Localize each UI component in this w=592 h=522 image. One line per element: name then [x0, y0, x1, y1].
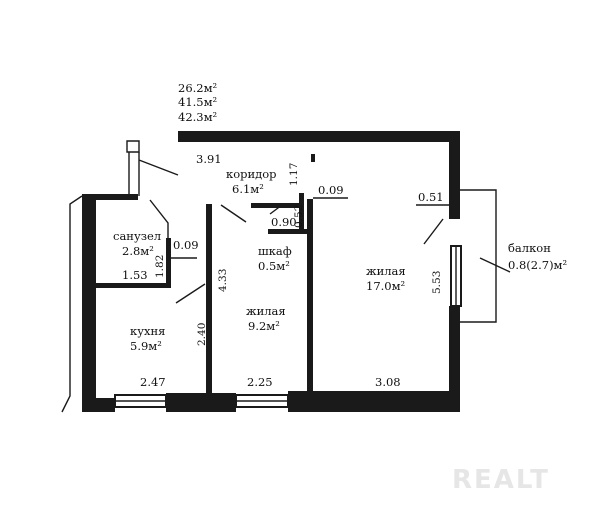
balcony-area: 0.8(2.7)м² [508, 258, 567, 272]
kitchen-label: кухня [130, 324, 165, 338]
dim-kitchen-height: 2.40 [196, 323, 208, 346]
vent-shaft [126, 140, 140, 153]
large-room-area: 17.0м² [366, 279, 405, 293]
dim-small-room-height: 4.33 [217, 269, 229, 292]
bathroom-wall [166, 238, 171, 287]
partition-wall [307, 199, 313, 392]
closet-door [269, 204, 283, 215]
small-room-door [220, 204, 247, 223]
watermark: REALT [452, 465, 550, 495]
bathroom-area: 2.8м² [122, 244, 154, 258]
bathroom-bottom-wall [96, 283, 171, 288]
closet-right-wall [299, 193, 304, 233]
corridor-area: 6.1м² [232, 182, 264, 196]
dim-partition-a: 0.09 [318, 183, 344, 197]
total-area: 41.5м² [178, 95, 217, 109]
dim-kitchen-width: 2.47 [140, 375, 166, 389]
closet-area: 0.5м² [258, 259, 290, 273]
kitchen-area: 5.9м² [130, 339, 162, 353]
kitchen-door [175, 283, 206, 304]
dim-closet-depth: 0.52 [293, 205, 305, 228]
living-area-total: 26.2м² [178, 81, 217, 95]
closet-bottom-wall [268, 229, 313, 234]
small-room-label: жилая [246, 304, 286, 318]
dim-corridor-width: 3.91 [196, 152, 222, 166]
small-room-area: 9.2м² [248, 319, 280, 333]
dim-corridor-depth: 1.17 [288, 163, 300, 186]
dim-window-jamb: 0.51 [418, 190, 444, 204]
vent-shaft-wall [128, 152, 179, 196]
bottom-wall-mid [166, 393, 236, 412]
large-room-door [423, 218, 444, 245]
top-wall [178, 131, 460, 142]
dim-partition-b: 0.09 [173, 238, 199, 252]
partition-stub [311, 154, 315, 162]
closet-label: шкаф [258, 244, 292, 258]
closet-top-wall [251, 203, 303, 208]
dim-bathroom-width: 1.53 [122, 268, 148, 282]
large-room-label: жилая [366, 264, 406, 278]
total-area-with-balcony: 42.3м² [178, 110, 217, 124]
bottom-wall-right [288, 391, 460, 412]
dim-small-room-width: 2.25 [247, 375, 273, 389]
dim-bathroom-height: 1.82 [154, 255, 166, 278]
balcony-label: балкон [508, 241, 551, 255]
left-wall-lean [61, 195, 83, 413]
corridor-label: коридор [226, 167, 277, 181]
bathroom-label: санузел [113, 229, 161, 243]
dim-closet-width: 0.90 [271, 215, 297, 229]
small-room-wall [206, 204, 212, 395]
right-wall-lower [449, 306, 460, 411]
dim-large-room-width: 3.08 [375, 375, 401, 389]
dim-large-room-height: 5.53 [431, 271, 443, 294]
balcony-outline [460, 189, 497, 323]
dim-line-balcony [479, 257, 511, 273]
left-wall [82, 196, 96, 408]
vent-wall-stub [82, 194, 138, 200]
right-wall-upper [449, 131, 460, 219]
bathroom-door [149, 199, 169, 238]
